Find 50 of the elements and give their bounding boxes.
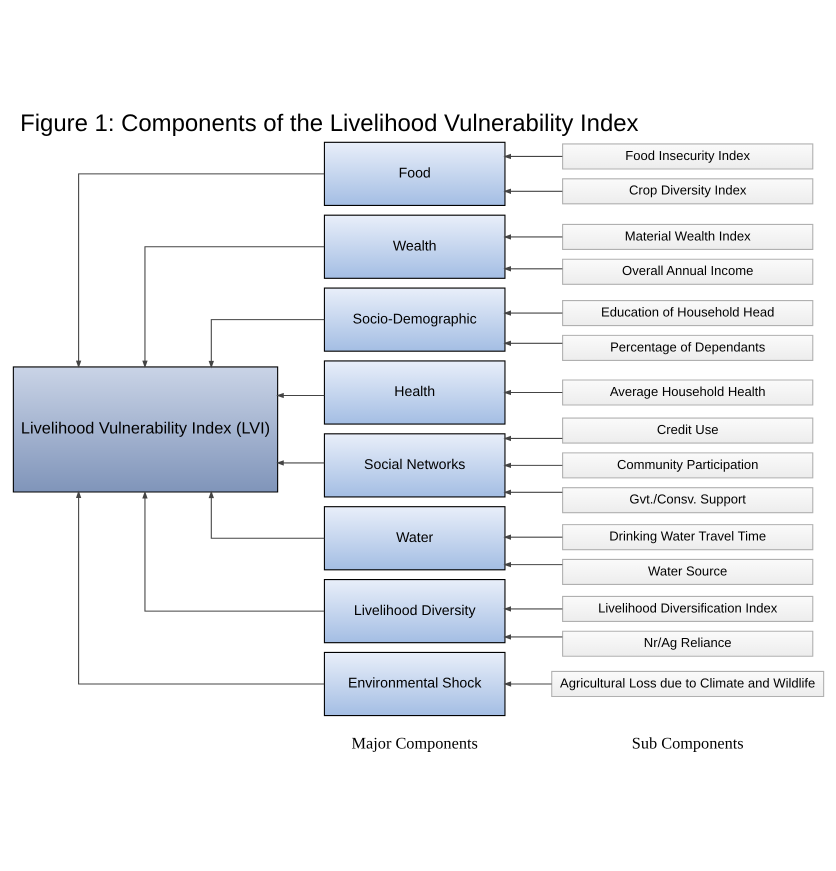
arrow <box>502 435 562 441</box>
node-box: Environmental Shock <box>323 651 506 716</box>
node-box: Health <box>323 360 506 424</box>
node-box: Livelihood Diversity <box>323 578 506 643</box>
arrow <box>502 389 562 395</box>
arrow <box>502 153 562 159</box>
node-box: Percentage of Dependants <box>562 334 813 360</box>
node-box: Overall Annual Income <box>562 258 813 284</box>
node-box: Agricultural Loss due to Climate and Wildlife <box>550 670 824 697</box>
arrow <box>502 340 562 346</box>
node-box: Food <box>323 141 506 206</box>
node-box: Nr/Ag Reliance <box>562 630 813 656</box>
arrow <box>502 561 562 567</box>
node-box: Drinking Water Travel Time <box>562 524 813 550</box>
arrow <box>502 234 562 240</box>
arrow <box>276 392 324 398</box>
arrow <box>75 172 324 368</box>
arrow <box>208 318 324 368</box>
node-box: Average Household Health <box>562 378 813 406</box>
node-box: Wealth <box>323 214 506 278</box>
arrow <box>502 188 562 194</box>
node-box: Water Source <box>562 558 813 584</box>
node-box: Food Insecurity Index <box>562 142 813 170</box>
arrow <box>502 489 562 494</box>
arrow <box>502 310 562 316</box>
node-box: Livelihood Vulnerability Index (LVI) <box>12 366 278 492</box>
arrow <box>502 634 562 640</box>
node-box: Material Wealth Index <box>562 223 813 250</box>
arrow <box>142 246 324 368</box>
arrow <box>502 606 562 612</box>
arrow <box>502 462 562 468</box>
arrow <box>142 490 324 612</box>
arrow <box>75 490 324 684</box>
label: Sub Components <box>631 733 744 752</box>
diagram-title: Figure 1: Components of the Livelihood Vulnerability Index <box>20 110 638 137</box>
node-box: Water <box>323 506 506 570</box>
arrow <box>502 680 552 686</box>
node-box: Social Networks <box>323 432 506 497</box>
node-box: Livelihood Diversification Index <box>562 595 813 622</box>
node-box: Community Participation <box>562 452 813 478</box>
node-box: Socio-Demographic <box>323 287 506 352</box>
label: Major Components <box>351 733 478 752</box>
arrow <box>208 490 324 538</box>
node-box: Gvt./Consv. Support <box>562 486 813 513</box>
arrow <box>502 534 562 540</box>
node-box: Credit Use <box>562 417 813 444</box>
node-box: Crop Diversity Index <box>562 178 813 204</box>
node-box: Education of Household Head <box>562 300 813 326</box>
arrow <box>276 460 324 466</box>
arrow <box>502 266 562 271</box>
